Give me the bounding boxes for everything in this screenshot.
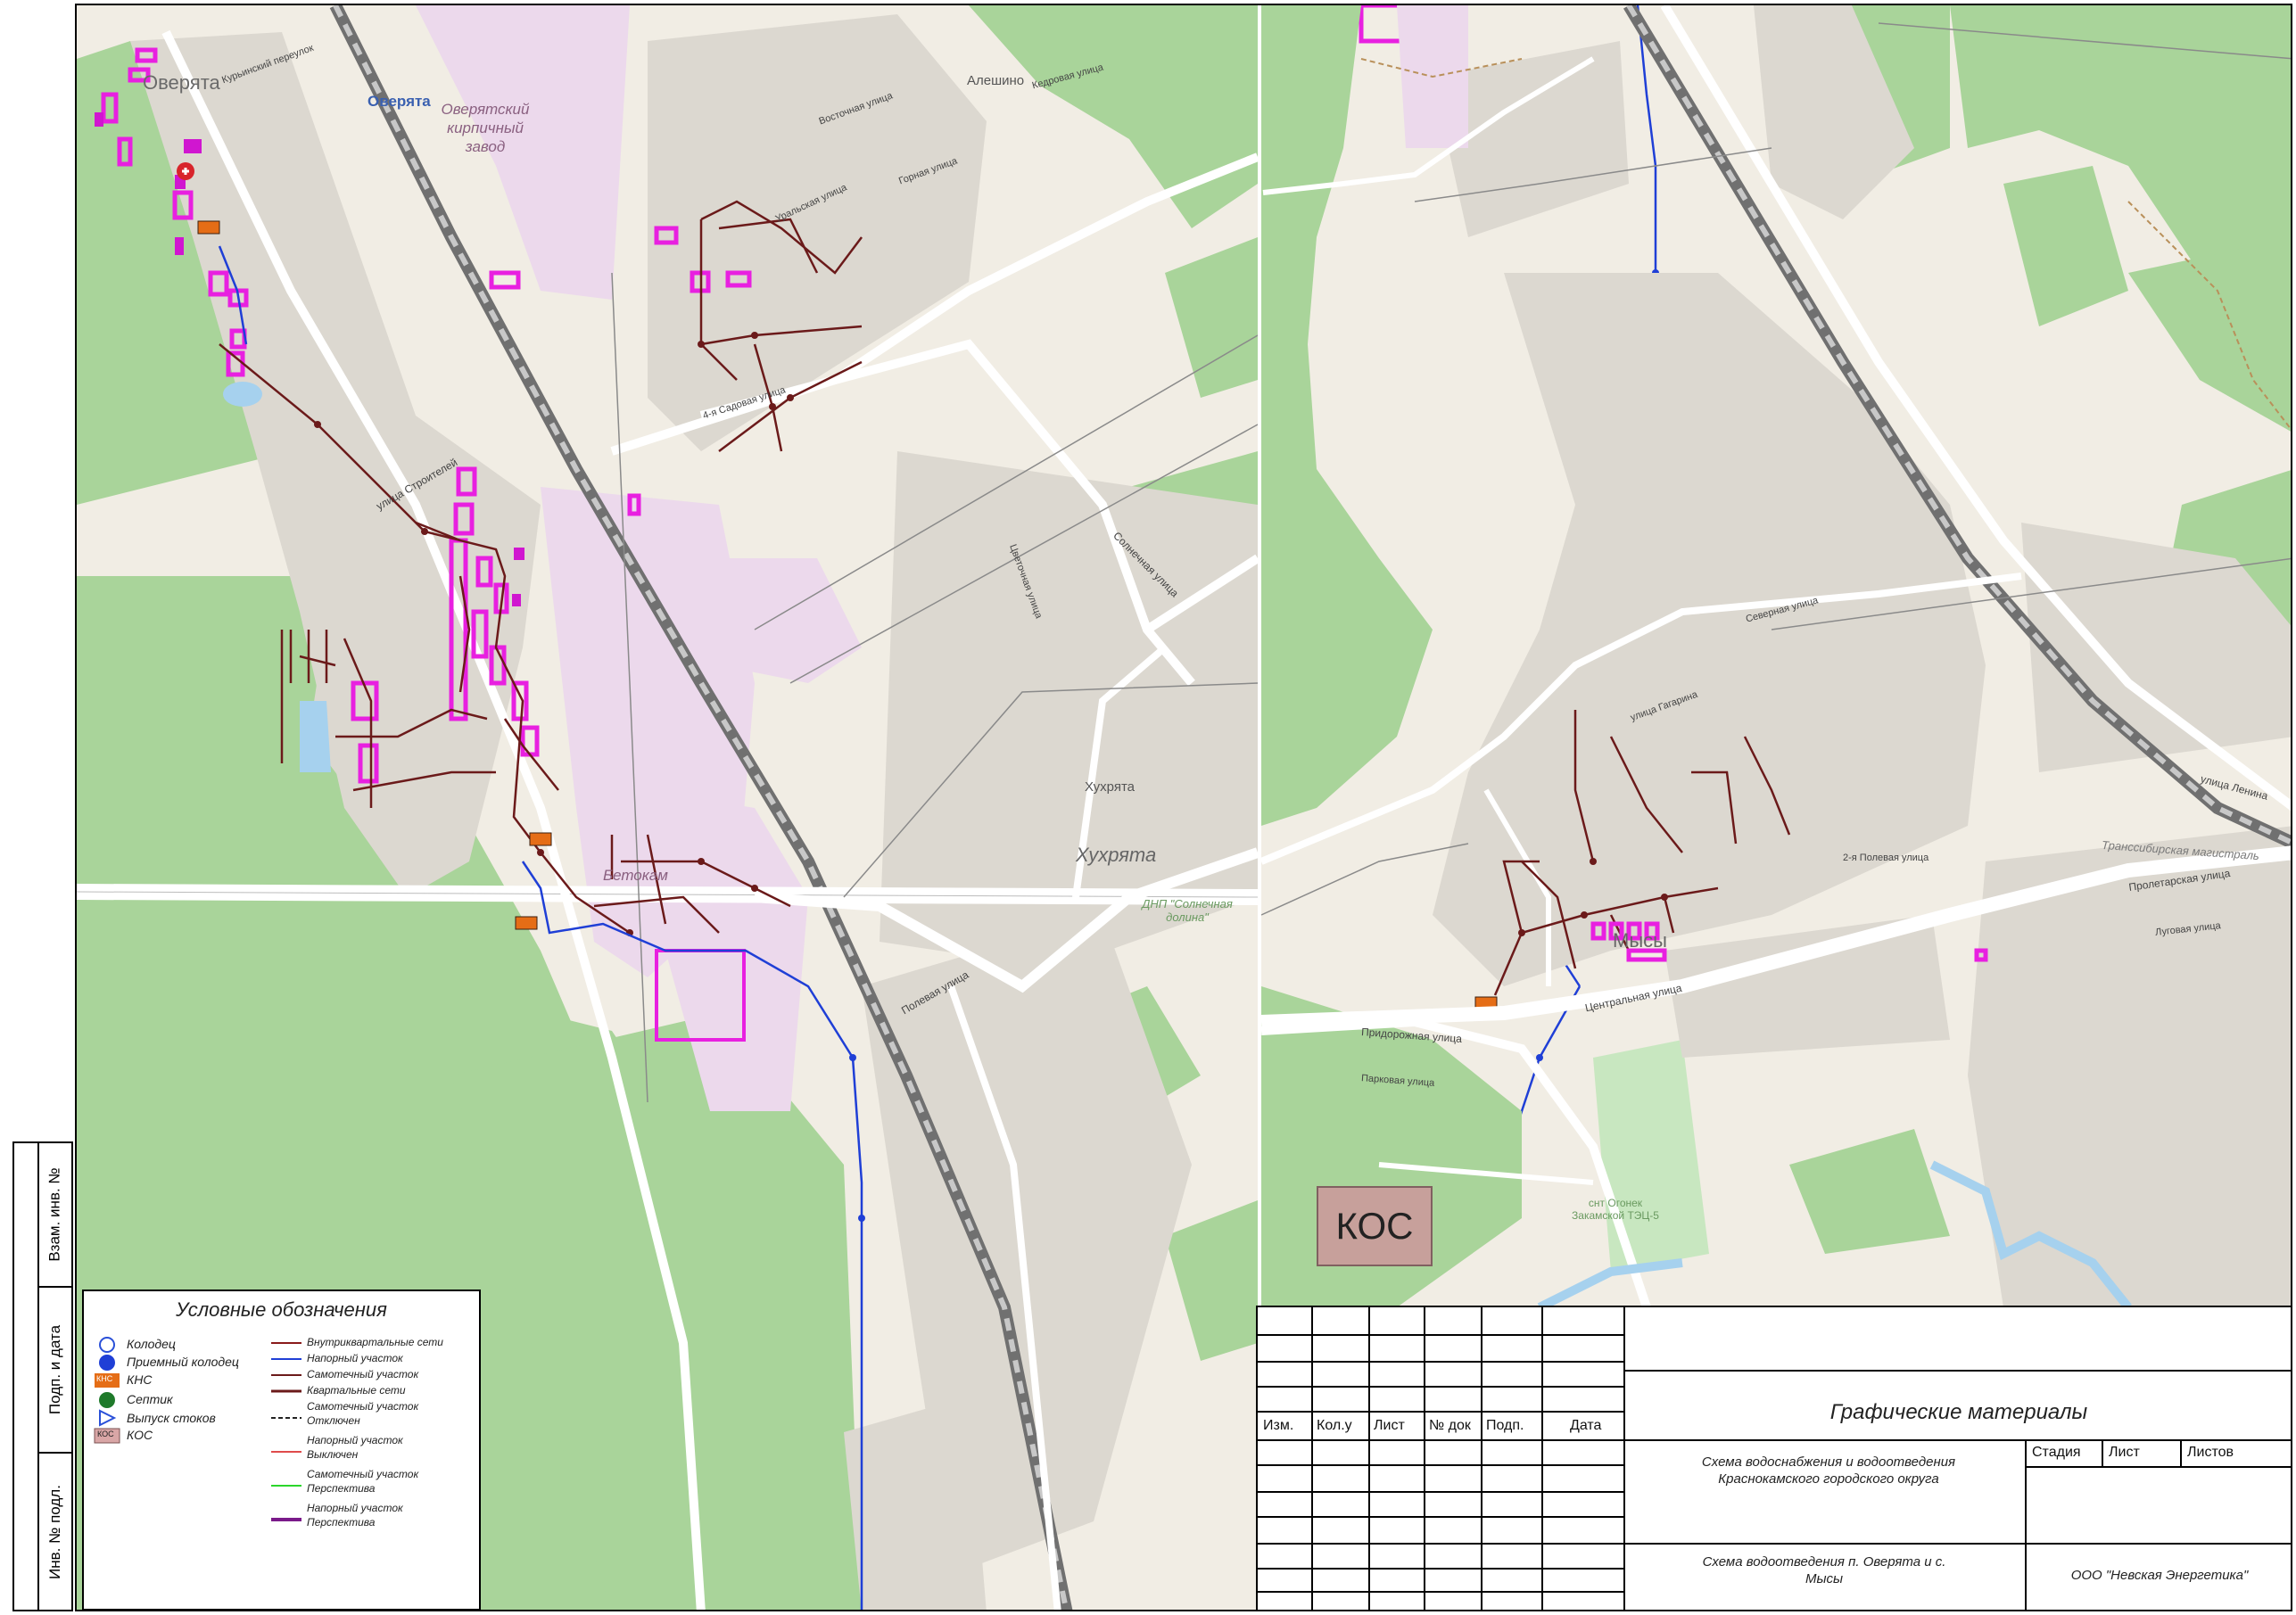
map-legend: Условные обозначения Колодец Приемный ко… <box>82 1290 481 1611</box>
tb-col-sign: Подп. <box>1486 1418 1524 1433</box>
place-label-overyata-station: Оверята <box>368 93 431 110</box>
legend-kns: КНС <box>127 1372 153 1387</box>
septic-icon <box>99 1392 115 1408</box>
kos-station-label: КОС <box>1335 1205 1414 1247</box>
place-label-hukhryata: Хухрята <box>1076 844 1157 866</box>
tb-project: Схема водоснабжения и водоотведения Крас… <box>1701 1454 1956 1487</box>
legend-kns-tag: КНС <box>96 1374 113 1383</box>
side-stamp: Взам. инв. № Подп. и дата Инв. № подл. <box>0 1141 75 1611</box>
right-map-panel <box>1259 5 2291 1312</box>
legend-line-gravity-off: Самотечный участок <box>307 1400 419 1413</box>
tb-sheet: Лист <box>2109 1445 2140 1460</box>
tb-col-sheet: Лист <box>1374 1418 1405 1433</box>
legend-line-plan2: Перспектива <box>307 1516 376 1528</box>
legend-title: Условные обозначения <box>176 1298 387 1321</box>
legend-kos: КОС <box>127 1428 153 1442</box>
place-label-overyata: Оверята <box>143 71 220 94</box>
tb-title: Графические материалы <box>1829 1400 2088 1424</box>
legend-septic: Септик <box>127 1392 173 1406</box>
kos-icon <box>94 1428 120 1444</box>
place-label-aleshino: Алешино <box>967 73 1025 88</box>
well-icon <box>99 1337 115 1353</box>
legend-well: Колодец <box>127 1337 176 1351</box>
title-block: Изм. Кол.у Лист № док Подп. Дата Графиче… <box>1256 1306 2292 1611</box>
legend-line-gravity-plan: Самотечный участок <box>307 1468 419 1480</box>
legend-line-disabled: Выключен <box>307 1448 359 1461</box>
legend-line-pressure-off: Напорный участок <box>307 1434 403 1446</box>
legend-symbols <box>94 1337 301 1521</box>
receiving-well-icon <box>99 1355 115 1371</box>
legend-line-plan: Перспектива <box>307 1482 376 1495</box>
tb-col-count: Кол.у <box>1317 1418 1352 1433</box>
place-label-dnp: ДНП "Солнечная долина" <box>1142 897 1233 924</box>
legend-outlet: Выпуск стоков <box>127 1411 216 1425</box>
stamp-label-inventory: Инв. № подл. <box>46 1484 63 1579</box>
tb-company: ООО "Невская Энергетика" <box>2070 1568 2249 1583</box>
tb-col-date: Дата <box>1570 1418 1602 1433</box>
place-label-snt: снт Огонек Закамской ТЭЦ-5 <box>1572 1197 1659 1222</box>
place-label-mysy: Мысы <box>1613 929 1667 952</box>
tb-sheets: Листов <box>2187 1445 2234 1460</box>
legend-line-pressure-plan: Напорный участок <box>307 1502 403 1514</box>
place-label-brick-factory: Оверятский кирпичный завод <box>441 101 530 155</box>
tb-sheet-name: Схема водоотведения п. Оверята и с. Мысы <box>1702 1554 1946 1586</box>
tb-col-doc: № док <box>1429 1418 1471 1433</box>
outlet-icon <box>99 1409 117 1427</box>
street-label-polevaya2: 2-я Полевая улица <box>1843 853 1929 863</box>
legend-receiving-well: Приемный колодец <box>127 1355 239 1369</box>
legend-line-gravity: Самотечный участок <box>307 1368 419 1380</box>
tb-col-change: Изм. <box>1263 1418 1294 1433</box>
legend-line-pressure: Напорный участок <box>307 1352 403 1364</box>
legend-line-off: Отключен <box>307 1414 360 1427</box>
legend-line-quarter: Квартальные сети <box>307 1384 406 1397</box>
kos-station-marker[interactable]: КОС <box>1317 1186 1433 1266</box>
place-label-betokam: Бетокам <box>603 867 668 884</box>
stamp-label-sign: Подп. и дата <box>46 1324 64 1415</box>
stamp-label-replace: Взам. инв. № <box>46 1167 64 1262</box>
kns-icon <box>95 1373 120 1388</box>
stamp-left-bar <box>12 1141 39 1611</box>
tb-stage: Стадия <box>2032 1445 2081 1460</box>
map-divider <box>1258 5 1261 1610</box>
place-label-hukhryata-small: Хухрята <box>1085 779 1136 795</box>
legend-line-internal: Внутриквартальные сети <box>307 1336 443 1348</box>
legend-kos-tag: КОС <box>97 1430 114 1438</box>
